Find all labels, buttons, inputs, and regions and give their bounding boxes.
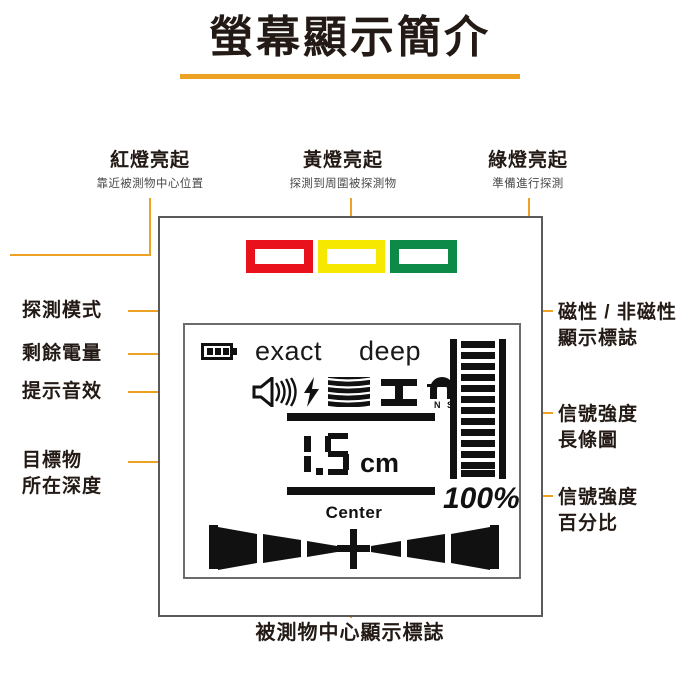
- callout-battery: 剩餘電量: [22, 343, 102, 365]
- battery-cell: [223, 348, 229, 355]
- callout-signal-bar: 信號強度 長條圖: [558, 402, 638, 453]
- leader-red-horizontal: [10, 254, 151, 256]
- callout-red-led: 紅燈亮起 靠近被測物中心位置: [40, 150, 260, 191]
- bargraph-rail-right: [499, 339, 506, 479]
- bargraph-segment: [461, 363, 495, 370]
- callout-magnetic: 磁性 / 非磁性 顯示標誌: [558, 300, 677, 351]
- bargraph-segment: [461, 418, 495, 425]
- bargraph-segment: [461, 385, 495, 392]
- bargraph-segment: [461, 440, 495, 447]
- callout-signal-bar-line1: 信號強度: [558, 404, 639, 425]
- callout-red-led-subtitle: 靠近被測物中心位置: [96, 177, 204, 190]
- seg-digit-1: [287, 433, 313, 475]
- callout-battery-title: 剩餘電量: [22, 343, 103, 364]
- bargraph-segment: [461, 451, 495, 458]
- callout-sound: 提示音效: [22, 381, 102, 403]
- callout-magnetic-line1: 磁性 / 非磁性: [558, 302, 677, 323]
- leader-red-vertical: [149, 198, 151, 218]
- led-green[interactable]: [390, 240, 457, 273]
- bargraph-segment: [461, 407, 495, 414]
- leader-red-elbow: [149, 216, 151, 256]
- page-title: 螢幕顯示簡介: [209, 13, 491, 62]
- battery-cell: [207, 348, 213, 355]
- divider-bottom: [287, 487, 435, 495]
- callout-magnetic-line2: 顯示標誌: [558, 327, 639, 349]
- callout-detect-mode-title: 探測模式: [22, 300, 103, 321]
- callout-green-led-subtitle: 準備進行探測: [492, 177, 564, 190]
- i-beam-icon: [381, 379, 417, 406]
- callout-center-mark-title: 被測物中心顯示標誌: [255, 622, 445, 644]
- depth-unit: cm: [360, 448, 400, 478]
- bargraph-segment: [461, 462, 495, 469]
- lightning-bolt-icon: [302, 377, 322, 407]
- title-underline: [180, 74, 520, 79]
- bargraph-segment: [461, 374, 495, 381]
- callout-detect-mode: 探測模式: [22, 300, 102, 322]
- battery-nub: [233, 348, 237, 355]
- lcd-panel: exact deep: [183, 323, 521, 579]
- mode-label-deep: deep: [359, 336, 422, 366]
- battery-icon: [201, 343, 237, 360]
- callout-yellow-led-subtitle: 探測到周圍被探測物: [289, 177, 397, 190]
- depth-value: [287, 433, 354, 475]
- bargraph-segment: [461, 396, 495, 403]
- svg-text:N: N: [434, 400, 441, 409]
- callout-center-mark: 被測物中心顯示標誌: [200, 622, 500, 645]
- callout-red-led-title: 紅燈亮起: [109, 150, 190, 171]
- center-label: Center: [325, 503, 383, 522]
- callout-signal-pct-line2: 百分比: [558, 512, 619, 534]
- bargraph-rail-left: [450, 339, 457, 479]
- led-yellow[interactable]: [318, 240, 385, 273]
- battery-cell: [215, 348, 221, 355]
- bargraph-segment: [461, 470, 495, 477]
- signal-percent: 100%: [443, 482, 520, 516]
- callout-signal-bar-line2: 長條圖: [558, 429, 619, 451]
- callout-green-led-title: 綠燈亮起: [487, 150, 568, 171]
- wood-grain-icon: [328, 377, 370, 407]
- callout-yellow-led: 黃燈亮起 探測到周圍被探測物: [243, 150, 443, 191]
- leader-green-vertical: [528, 198, 530, 218]
- bargraph-segment: [461, 352, 495, 359]
- center-indicator: [185, 521, 523, 575]
- bargraph-segment: [461, 341, 495, 348]
- callout-yellow-led-title: 黃燈亮起: [302, 150, 383, 171]
- speaker-icon: [252, 374, 298, 410]
- callout-depth-line2: 所在深度: [22, 475, 103, 497]
- callout-depth: 目標物 所在深度: [22, 448, 102, 499]
- callout-depth-line1: 目標物: [22, 450, 83, 471]
- signal-strength-bargraph: [450, 339, 506, 479]
- divider-top: [287, 413, 435, 421]
- seg-decimal-point: [316, 433, 325, 475]
- signal-percent-value: 100%: [443, 482, 520, 515]
- bargraph-segment: [461, 429, 495, 436]
- callout-sound-title: 提示音效: [22, 381, 103, 402]
- mode-label-exact: exact: [255, 336, 323, 366]
- callout-signal-pct-line1: 信號強度: [558, 487, 639, 508]
- led-red[interactable]: [246, 240, 313, 273]
- callout-signal-pct: 信號強度 百分比: [558, 485, 638, 536]
- seg-digit-5: [325, 433, 351, 475]
- battery-shell: [201, 343, 233, 360]
- callout-green-led: 綠燈亮起 準備進行探測: [428, 150, 628, 191]
